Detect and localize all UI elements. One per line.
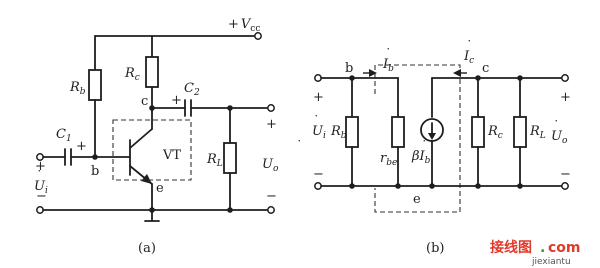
ic-dot-mark: ˙ [466,39,473,54]
b-output-plus-label: + [560,90,571,105]
b-rc-resistor [471,116,485,148]
rbe-label: rbe [380,151,397,168]
emitter-arrow-icon [141,174,152,184]
node-c-dot [149,105,155,111]
rl-ground-dot [227,207,233,213]
caption-a: (a) [138,241,156,256]
rbe-resistor [391,116,405,148]
b-ui-label: Ui [312,124,326,141]
b-rc-label: Rc [487,124,503,141]
b-node-b-label: b [345,61,353,76]
caption-b: (b) [426,241,444,256]
rl-label: RL [206,152,223,169]
source-arrow-icon [428,133,436,140]
rc-resistor [145,56,159,88]
node-e-label: e [156,181,164,196]
b-rl-ground-dot [517,183,523,189]
circuit-b: Ib ˙ Ic ˙ b c e + − + − Ui ˙ Rb rbe βIb … [312,39,571,256]
source-dot-mark: ˙ [421,139,428,154]
b-uo-dot-mark: ˙ [553,119,560,134]
b-source-ground-dot [429,183,435,189]
watermark-dot: . [540,240,545,256]
b-uo-label: Uo [551,129,568,146]
node-c-label: c [141,94,148,109]
b-rbe-ground-dot [395,183,401,189]
output-plus-label: + [266,117,277,132]
b-rb-resistor [345,116,359,148]
b-rc-ground-dot [475,183,481,189]
b-rl-label: RL [529,124,546,141]
c1-label: C1 [56,127,72,144]
b-node-e-label: e [413,192,421,207]
b-output-terminal-top [561,74,569,82]
ui-dot-mark: ˙ [36,169,43,184]
ic-label: Ic [463,49,474,66]
b-node-c-label: c [482,61,489,76]
c1-plus-label: + [76,139,87,154]
b-input-plus-label: + [313,90,324,105]
output-terminal-bottom [267,206,275,214]
source-label: βIb [411,149,431,166]
input-plus-label: + [35,159,46,174]
b-rb-label: Rb [330,124,347,141]
b-output-terminal-bottom [561,182,569,190]
c2-plus-label: + [171,93,182,108]
output-minus-label: − [36,189,47,204]
watermark-com: com [548,240,581,256]
circuit-a: +Vcc Rb Rc C2 + C1 + b c e VT RL + Uo ˙ … [34,17,303,256]
ib-arrow-icon [369,69,377,77]
rb-label: Rb [69,80,86,97]
ui-label: Ui [34,179,48,196]
transistor-label: VT [162,148,181,163]
b-rl-resistor [513,116,527,148]
transistor-collector-leg [129,128,153,149]
ib-dot-mark: ˙ [385,47,392,62]
rb-resistor [88,69,102,101]
watermark: 接线图 . com jiexiantu [490,239,581,267]
b-rb-ground-dot [349,183,355,189]
model-dashed-box [374,64,461,213]
transistor-dashed-box [112,119,192,181]
b-ui-dot-mark: ˙ [313,114,320,129]
output-minus-label-right: − [266,189,277,204]
node-b-label: b [91,164,99,179]
watermark-cn: 接线图 [490,239,532,256]
rl-resistor [223,142,237,174]
vcc-label: +Vcc [228,17,260,34]
ic-arrow-icon [453,69,461,77]
ib-label: Ib [382,57,394,74]
uo-dot-mark: ˙ [296,139,303,154]
watermark-url: jiexiantu [531,257,571,267]
rc-label: Rc [124,66,140,83]
node-b-dot [92,154,98,160]
c2-label: C2 [184,81,200,98]
b-output-minus-label: − [560,167,571,182]
vcc-terminal [254,32,262,40]
output-terminal-top [267,104,275,112]
b-input-minus-label: − [313,167,324,182]
uo-label: Uo [262,157,279,174]
